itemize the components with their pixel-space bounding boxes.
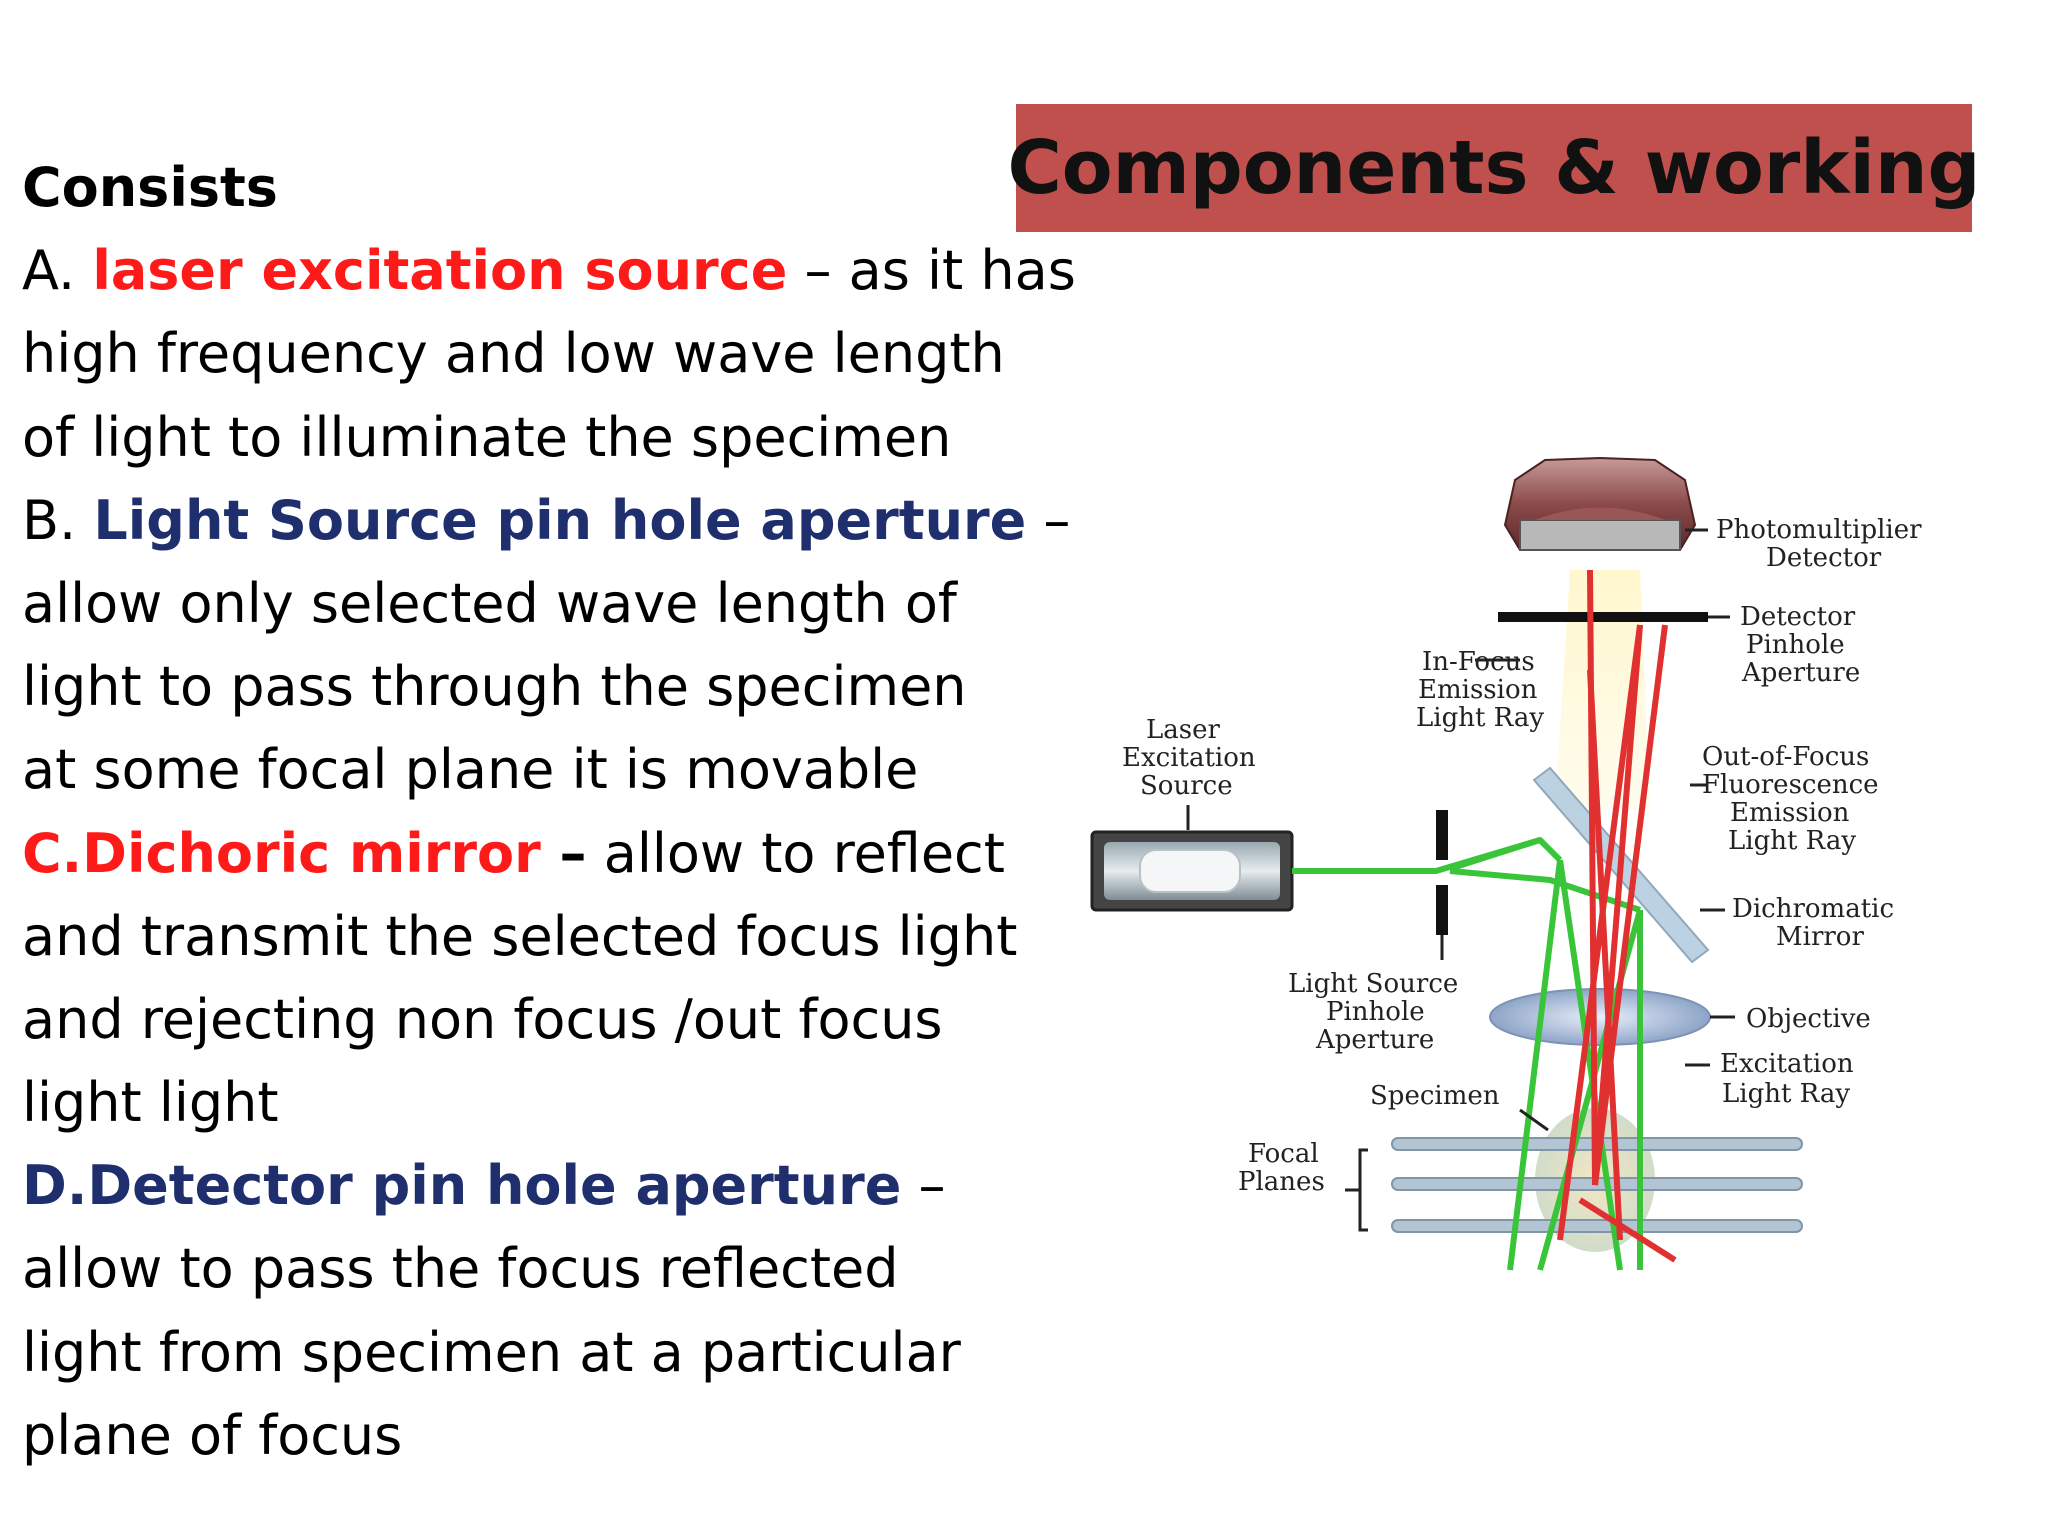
label-in-focus-1: In-Focus <box>1422 647 1535 677</box>
label-ls-pinhole-2: Pinhole <box>1326 997 1425 1027</box>
item-b-line-2: allow only selected wave length of <box>22 571 957 635</box>
item-a-line-1: A. laser excitation source – as it has <box>22 229 1076 312</box>
item-a-prefix: A. <box>22 239 93 303</box>
label-in-focus-3: Light Ray <box>1416 703 1544 733</box>
item-b-term: Light Source pin hole aperture <box>93 488 1027 552</box>
item-b-line-3: light to pass through the specimen <box>22 655 967 719</box>
label-excitation-1: Excitation <box>1720 1049 1854 1079</box>
item-d-line-3: light from specimen at a particular <box>22 1320 961 1384</box>
item-d-line-2: allow to pass the focus reflected <box>22 1237 899 1301</box>
item-b-line-1: B. Light Source pin hole aperture – <box>22 479 1070 562</box>
label-out-focus-3: Emission <box>1730 798 1850 828</box>
label-focal-1: Focal <box>1248 1139 1319 1169</box>
label-connectors <box>1186 528 1735 1232</box>
heading-consists: Consists <box>22 156 278 219</box>
label-detector-pinhole-3: Aperture <box>1741 658 1860 688</box>
title-banner: Components & working <box>1007 104 1981 232</box>
label-excitation-2: Light Ray <box>1722 1079 1850 1109</box>
label-specimen: Specimen <box>1370 1081 1500 1111</box>
label-out-focus-2: Fluorescence <box>1702 770 1879 800</box>
item-b-rest: – <box>1026 488 1071 552</box>
detector-pinhole-bar <box>1498 612 1708 622</box>
label-objective: Objective <box>1746 1004 1871 1034</box>
label-dichromatic-1: Dichromatic <box>1732 894 1894 924</box>
label-laser-1: Laser <box>1146 715 1220 745</box>
item-c-term: C.Dichoric mirror <box>22 821 541 885</box>
label-laser-2: Excitation <box>1122 743 1256 773</box>
components-text: Consists A. laser excitation source – as… <box>22 146 1076 1477</box>
page-title: Components & working <box>1007 125 1981 211</box>
item-c-line-2: and transmit the selected focus light <box>22 904 1018 968</box>
laser-source <box>1090 830 1294 912</box>
confocal-microscope-diagram: Photomultiplier Detector Detector Pinhol… <box>1090 456 1922 1271</box>
label-out-focus-1: Out-of-Focus <box>1702 742 1869 772</box>
label-dichromatic-2: Mirror <box>1776 922 1864 952</box>
item-c-line-1: C.Dichoric mirror – allow to reflect <box>22 812 1062 895</box>
light-source-pinhole-top <box>1436 810 1448 860</box>
item-d-term: D.Detector pin hole aperture <box>22 1154 902 1218</box>
label-detector-pinhole-1: Detector <box>1740 602 1856 632</box>
item-a-line-3: of light to illuminate the specimen <box>22 405 952 469</box>
label-ls-pinhole-1: Light Source <box>1288 969 1458 999</box>
item-a-term: laser excitation source <box>92 239 788 303</box>
item-c-line-3: and rejecting non focus /out focus <box>22 987 943 1051</box>
emission-light-rays <box>1557 569 1677 1263</box>
item-b-prefix: B. <box>22 488 94 552</box>
item-a-line-2: high frequency and low wave length <box>22 322 1005 386</box>
item-c-dash: – <box>540 821 587 885</box>
item-a-rest: – as it has <box>787 239 1076 303</box>
label-photomultiplier-2: Detector <box>1766 543 1882 573</box>
label-photomultiplier-1: Photomultiplier <box>1716 515 1922 545</box>
label-focal-2: Planes <box>1238 1167 1325 1197</box>
item-d-rest: – <box>901 1154 946 1218</box>
label-out-focus-4: Light Ray <box>1728 826 1856 856</box>
light-source-pinhole-bottom <box>1436 885 1448 935</box>
item-c-rest: allow to reflect <box>586 821 1005 885</box>
item-d-line-1: D.Detector pin hole aperture – <box>22 1144 1062 1227</box>
photomultiplier-detector <box>1503 456 1697 551</box>
diagram-labels: Photomultiplier Detector Detector Pinhol… <box>1122 515 1922 1197</box>
item-d-line-4: plane of focus <box>22 1403 403 1467</box>
label-ls-pinhole-3: Aperture <box>1315 1025 1434 1055</box>
label-laser-3: Source <box>1140 771 1233 801</box>
label-in-focus-2: Emission <box>1418 675 1538 705</box>
objective-lens <box>1489 988 1711 1046</box>
item-b-line-4: at some focal plane it is movable <box>22 738 919 802</box>
label-detector-pinhole-2: Pinhole <box>1746 630 1845 660</box>
item-c-line-4: light light <box>22 1071 279 1135</box>
